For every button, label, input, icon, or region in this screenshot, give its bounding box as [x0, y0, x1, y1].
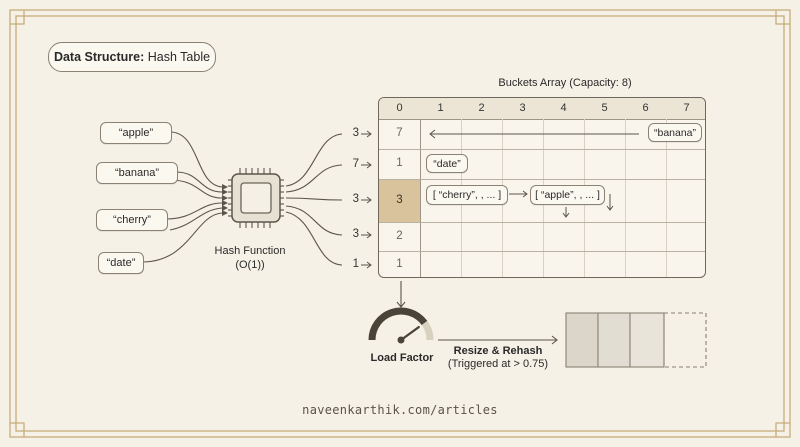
row-index: 2: [396, 230, 403, 242]
entry-apple: [ “apple”, , ... ]: [530, 185, 605, 205]
row-index: 7: [396, 127, 403, 139]
chip-icon: [228, 168, 284, 228]
table-header-row: 0 1 2 3 4 5 6 7: [379, 98, 705, 120]
column-header: 6: [642, 102, 649, 114]
entry-banana: “banana”: [648, 123, 702, 142]
key-date: “date”: [98, 252, 144, 274]
column-header: 1: [437, 102, 444, 114]
hash-output: 3: [352, 228, 359, 240]
resize-arrow: [438, 335, 558, 345]
row-divider: [379, 179, 705, 180]
hash-function-label: Hash Function: [214, 245, 286, 257]
key-connectors: [141, 131, 223, 263]
buckets-title: Buckets Array (Capacity: 8): [498, 77, 632, 89]
page-title: Data Structure: Hash Table: [48, 42, 216, 72]
column-header: 0: [396, 102, 403, 114]
column-header: 5: [601, 102, 608, 114]
key-cherry: “cherry”: [96, 209, 168, 231]
resized-array-icon: [565, 312, 707, 368]
row-index: 1: [396, 258, 403, 270]
column-header: 4: [560, 102, 567, 114]
entry-date: “date”: [426, 154, 468, 173]
highlight-cell: [379, 179, 420, 222]
resize-subtitle: (Triggered at > 0.75): [447, 358, 549, 370]
grid-line: [625, 119, 626, 277]
load-factor-label: Load Factor: [370, 352, 434, 364]
key-apple: “apple”: [100, 122, 172, 144]
grid-line: [666, 119, 667, 277]
title-prefix: Data Structure:: [53, 50, 145, 64]
title-name: Hash Table: [147, 50, 211, 64]
column-header: 7: [683, 102, 690, 114]
column-header: 2: [478, 102, 485, 114]
key-banana: “banana”: [96, 162, 178, 184]
output-connectors: [285, 133, 343, 266]
hash-output: 3: [352, 127, 359, 139]
banana-arrow: [429, 129, 639, 139]
hash-function-complexity: (O(1)): [235, 259, 265, 271]
hash-output: 1: [352, 258, 359, 270]
footer-url: naveenkarthik.com/articles: [302, 403, 498, 417]
row-index: 1: [396, 157, 403, 169]
row-divider: [379, 149, 705, 150]
row-divider: [379, 251, 705, 252]
decorative-frame: [9, 9, 791, 438]
key-connector-arrowheads: [222, 184, 228, 216]
hash-output: 7: [352, 158, 359, 170]
resize-title: Resize & Rehash: [453, 345, 543, 357]
hash-output: 3: [352, 193, 359, 205]
chain-arrows: [509, 190, 614, 218]
load-factor-arrow: [396, 281, 406, 308]
output-arrows: [361, 130, 372, 269]
row-divider: [379, 222, 705, 223]
resize-label: Resize & Rehash (Triggered at > 0.75): [438, 345, 558, 370]
entry-cherry: [ “cherry”, , ... ]: [426, 185, 508, 205]
buckets-table: 0 1 2 3 4 5 6 7 7 1 3 2 1 “banana” “date…: [378, 97, 706, 278]
gauge-icon: [368, 307, 434, 344]
grid-line: [420, 119, 421, 277]
row-index: 3: [396, 194, 403, 206]
column-header: 3: [519, 102, 526, 114]
